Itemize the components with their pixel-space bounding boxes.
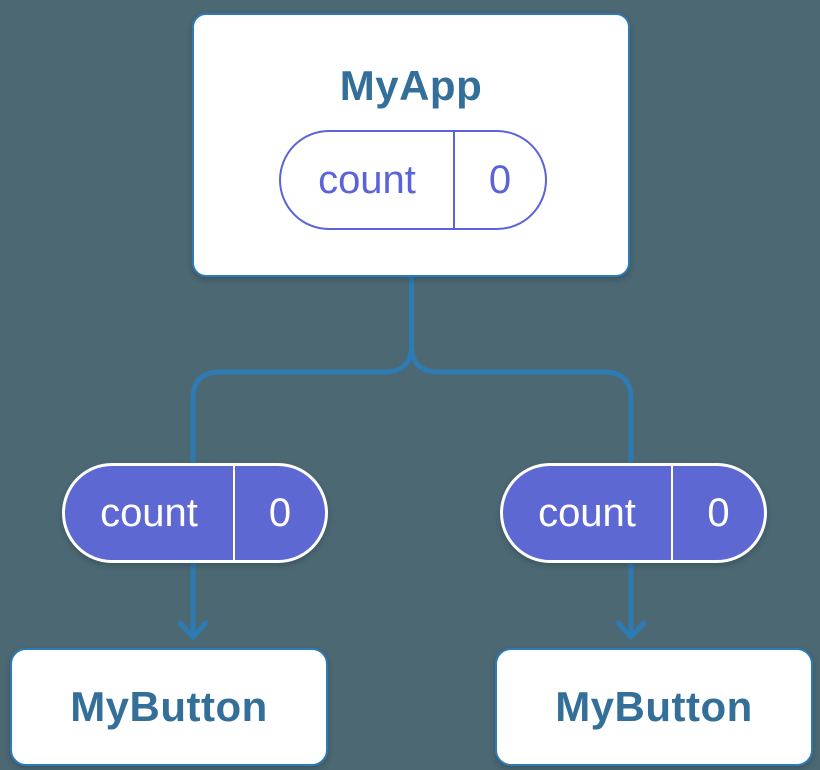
- arrowhead-left-icon: [177, 620, 209, 640]
- arrowhead-right-icon: [615, 620, 647, 640]
- prop-value-label: 0: [707, 491, 730, 535]
- myapp-card-title: MyApp: [339, 62, 483, 109]
- child-left-prop-pill: count 0: [62, 463, 328, 563]
- mybutton-card-right: MyButton: [495, 648, 813, 766]
- prop-name-label: count: [503, 466, 673, 560]
- state-name-label: count: [281, 132, 455, 228]
- mybutton-card-title: MyButton: [70, 683, 268, 730]
- prop-value-label: 0: [268, 491, 292, 535]
- myapp-state-pill: count 0: [279, 130, 547, 230]
- mybutton-card-left: MyButton: [10, 648, 328, 766]
- prop-name-label: count: [65, 466, 235, 560]
- connector-right-branch: [409, 275, 634, 637]
- myapp-card: MyApp count 0: [192, 13, 630, 277]
- mybutton-card-title: MyButton: [555, 683, 753, 730]
- child-right-prop-pill: count 0: [500, 463, 767, 563]
- state-value-label: 0: [488, 158, 512, 202]
- connector-left-branch: [190, 275, 414, 637]
